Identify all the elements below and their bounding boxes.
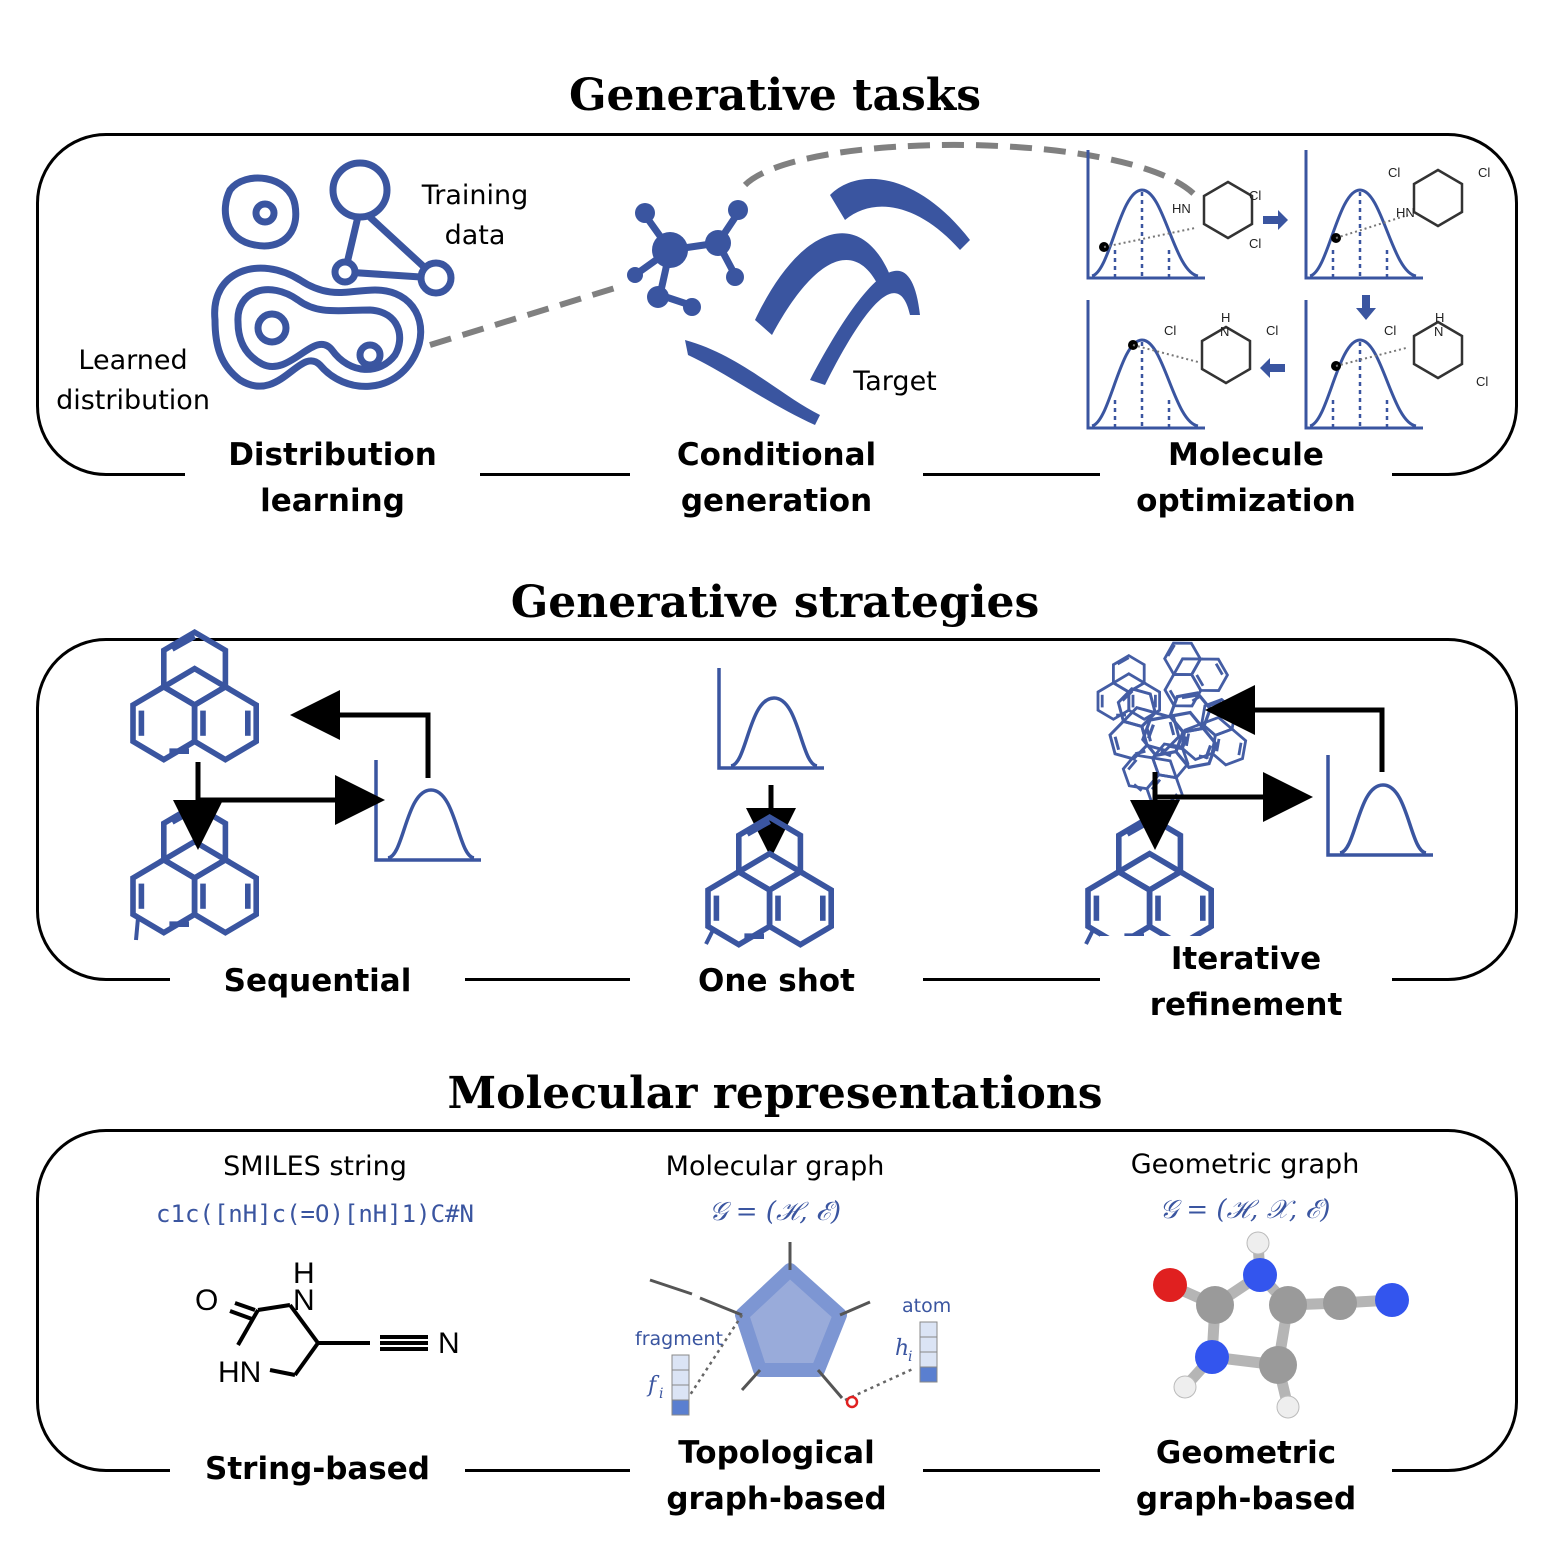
atom-hn-1: HN bbox=[1172, 201, 1191, 216]
section-title-representations: Molecular representations bbox=[447, 1068, 1103, 1119]
atom-cl-5: Cl bbox=[1384, 323, 1396, 338]
atom-cl-3: Cl bbox=[1388, 165, 1400, 180]
conditional-generation-icon bbox=[627, 178, 970, 425]
atom-feature-subscript: i bbox=[908, 1349, 912, 1365]
atom-hn: HN bbox=[218, 1356, 261, 1389]
geometric-graph-based-label: Geometric graph-based bbox=[1100, 1430, 1392, 1522]
molgraph-formula: 𝒢 = (ℋ, ℰ) bbox=[709, 1197, 841, 1227]
atom-n-top: N bbox=[293, 1284, 315, 1317]
atom-cl-6: Cl bbox=[1476, 374, 1488, 389]
atom-feature-symbol: h bbox=[895, 1336, 909, 1361]
dashed-connectors bbox=[429, 141, 1198, 348]
atom-label: atom bbox=[902, 1295, 951, 1317]
geometric-line1: Geometric bbox=[1155, 1435, 1337, 1471]
molecule-optimization-line2: optimization bbox=[1136, 483, 1356, 519]
distribution-learning-label: Distribution learning bbox=[185, 432, 480, 524]
fragment-feature-subscript: i bbox=[659, 1386, 663, 1402]
atom-n-nitrile: N bbox=[438, 1327, 460, 1360]
atom-h-1: H bbox=[1435, 310, 1444, 325]
atom-h-top: H bbox=[293, 1257, 315, 1290]
atom-hn-2: HN bbox=[1396, 205, 1415, 220]
atom-cl-1: Cl bbox=[1249, 188, 1261, 203]
conditional-generation-line2: generation bbox=[680, 483, 873, 519]
geometric-graph-icon bbox=[1153, 1231, 1409, 1419]
molgraph-heading: Molecular graph bbox=[665, 1151, 885, 1182]
strategies-illustrations bbox=[0, 626, 1435, 1000]
smiles-heading: SMILES string bbox=[223, 1151, 407, 1182]
atom-cl-4: Cl bbox=[1478, 165, 1490, 180]
geograph-heading: Geometric graph bbox=[1130, 1149, 1360, 1180]
fragment-label: fragment bbox=[635, 1328, 723, 1350]
topological-graph-based-label: Topological graph-based bbox=[630, 1430, 923, 1522]
geograph-formula: 𝒢 = (ℋ, 𝒳, ℰ) bbox=[1159, 1195, 1331, 1225]
section-title-tasks: Generative tasks bbox=[568, 70, 982, 121]
geometric-line2: graph-based bbox=[1135, 1481, 1357, 1517]
learned-distribution-line2: distribution bbox=[56, 385, 210, 416]
training-data-line2: data bbox=[444, 220, 506, 251]
conditional-generation-line1: Conditional bbox=[676, 437, 877, 473]
molecule-optimization-icon: HN Cl Cl Cl Cl HN Cl H N Cl Cl H N Cl bbox=[1086, 148, 1490, 430]
topological-line1: Topological bbox=[678, 1435, 875, 1471]
target-label: Target bbox=[853, 366, 937, 397]
learned-distribution-line1: Learned bbox=[78, 345, 188, 376]
training-data-label: Training data bbox=[405, 176, 545, 256]
one-shot-label: One shot bbox=[630, 958, 923, 1004]
fragment-feature-symbol: f bbox=[646, 1373, 660, 1398]
string-structure-icon: O H N HN N bbox=[195, 1257, 460, 1389]
sequential-label: Sequential bbox=[170, 958, 465, 1004]
distribution-learning-icon bbox=[211, 159, 455, 390]
iterative-refinement-label: Iterative refinement bbox=[1100, 936, 1392, 1028]
atom-cl-2: Cl bbox=[1249, 236, 1261, 251]
distribution-learning-line2: learning bbox=[260, 483, 405, 519]
iterative-refinement-line1: Iterative bbox=[1170, 941, 1322, 977]
molecule-optimization-label: Molecule optimization bbox=[1100, 432, 1392, 524]
section-title-strategies: Generative strategies bbox=[510, 577, 1040, 628]
atom-cl-8: Cl bbox=[1266, 323, 1278, 338]
atom-o: O bbox=[195, 1284, 218, 1317]
molecule-optimization-line1: Molecule bbox=[1168, 437, 1324, 473]
topological-graph-icon: fragment atom f i h i bbox=[635, 1242, 951, 1416]
topological-line2: graph-based bbox=[666, 1481, 887, 1517]
atom-n-1: N bbox=[1434, 324, 1443, 339]
atom-n-2: N bbox=[1220, 324, 1229, 339]
distribution-learning-line1: Distribution bbox=[228, 437, 437, 473]
smiles-string: c1c([nH]c(=O)[nH]1)C#N bbox=[156, 1200, 474, 1228]
atom-h-2: H bbox=[1221, 310, 1230, 325]
string-based-label: String-based bbox=[170, 1446, 465, 1492]
atom-cl-7: Cl bbox=[1164, 323, 1176, 338]
learned-distribution-label: Learned distribution bbox=[48, 341, 218, 421]
training-data-line1: Training bbox=[421, 180, 529, 211]
conditional-generation-label: Conditional generation bbox=[630, 432, 923, 524]
iterative-refinement-line2: refinement bbox=[1149, 987, 1343, 1023]
